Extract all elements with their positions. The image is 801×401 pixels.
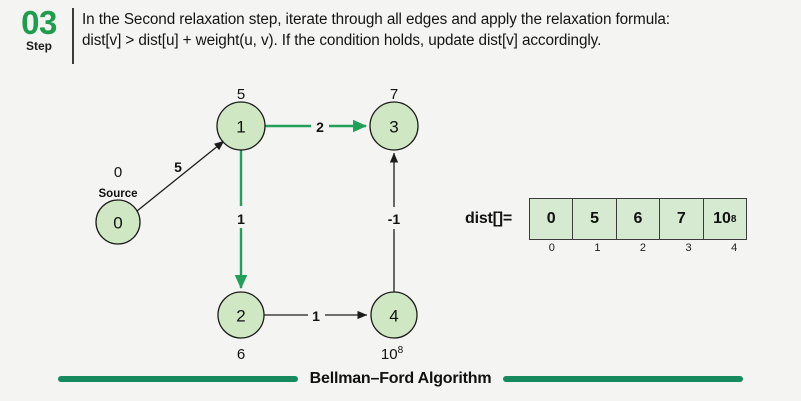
footer-rule-left — [57, 376, 298, 382]
header: 03 Step In the Second relaxation step, i… — [0, 0, 801, 72]
node-dist-4: 108 — [381, 345, 404, 362]
footer-rule-right — [503, 376, 744, 382]
dist-cell-0-value: 0 — [546, 210, 556, 227]
dist-cell-3[interactable]: 7 — [660, 199, 704, 239]
step-number: 03 — [21, 4, 57, 41]
node-label-3: 3 — [389, 118, 398, 137]
edge-weight-1-2: 1 — [237, 211, 245, 227]
edge-1-3: 2 — [265, 113, 367, 135]
node-circle-0[interactable] — [95, 199, 141, 245]
dist-array-indices: 0 1 2 3 4 — [529, 242, 757, 254]
step-badge: 03 Step — [10, 4, 68, 54]
step-description: In the Second relaxation step, iterate t… — [82, 9, 792, 51]
node-circle-4[interactable] — [370, 291, 418, 339]
node-circle-2[interactable] — [217, 291, 265, 339]
dist-cell-1-value: 5 — [590, 210, 600, 227]
node-dist-0: 0 — [114, 164, 122, 181]
dist-cell-2-value: 6 — [633, 210, 643, 227]
dist-index-4: 4 — [731, 242, 738, 254]
graph-node-2[interactable]: 2 6 — [217, 291, 265, 362]
step-word-label: Step — [25, 39, 52, 53]
dist-index-3: 3 — [685, 242, 692, 254]
step-description-line-1: In the Second relaxation step, iterate t… — [82, 11, 670, 28]
graph-svg: 5 2 1 1 -1 — [95, 86, 419, 362]
dist-index-1: 1 — [594, 242, 601, 254]
dist-index-2: 2 — [639, 242, 647, 254]
graph-node-1[interactable]: 5 1 — [216, 86, 266, 151]
dist-cell-1[interactable]: 5 — [573, 199, 617, 239]
dist-cell-4-exponent: 8 — [730, 213, 737, 225]
edge-1-2: 1 — [233, 150, 249, 289]
dist-array-caption: dist[]= — [465, 210, 513, 227]
edge-0-1: 5 — [136, 140, 225, 212]
edge-weight-0-1: 5 — [174, 159, 182, 175]
edge-2-4: 1 — [264, 303, 368, 324]
edge-weight-2-4: 1 — [312, 308, 320, 324]
node-dist-3: 7 — [390, 86, 398, 103]
node-label-4: 4 — [389, 307, 398, 326]
dist-cell-0[interactable]: 0 — [530, 199, 574, 239]
graph-node-3[interactable]: 7 3 — [369, 86, 419, 151]
dist-index-0: 0 — [548, 242, 555, 254]
node-dist-4-exponent: 8 — [398, 345, 404, 356]
edge-4-3: -1 — [383, 152, 406, 292]
dist-cell-4-value: 10 — [713, 210, 731, 227]
graph-node-4[interactable]: 4 108 — [370, 291, 418, 362]
header-divider — [72, 8, 74, 64]
graph-node-0[interactable]: 0 Source 0 — [95, 164, 141, 245]
footer-title: Bellman–Ford Algorithm — [309, 370, 492, 387]
node-label-2: 2 — [236, 307, 245, 326]
node-dist-4-base: 10 — [381, 346, 398, 362]
edge-weight-4-3: -1 — [388, 211, 401, 227]
dist-cell-2[interactable]: 6 — [616, 199, 661, 239]
node-circle-1[interactable] — [216, 101, 266, 151]
edge-weight-1-3: 2 — [316, 119, 324, 135]
footer: Bellman–Ford Algorithm — [0, 364, 801, 394]
dist-cell-3-value: 7 — [676, 210, 686, 227]
step-description-line-2: dist[v] > dist[u] + weight(u, v). If the… — [82, 32, 602, 49]
node-circle-3[interactable] — [369, 101, 419, 151]
node-label-0: 0 — [113, 214, 122, 233]
node-dist-1: 5 — [237, 86, 245, 103]
source-label: Source — [99, 188, 138, 200]
node-label-1: 1 — [236, 118, 245, 137]
graph-diagram: 5 2 1 1 -1 — [0, 72, 470, 362]
node-dist-2: 6 — [237, 346, 245, 362]
